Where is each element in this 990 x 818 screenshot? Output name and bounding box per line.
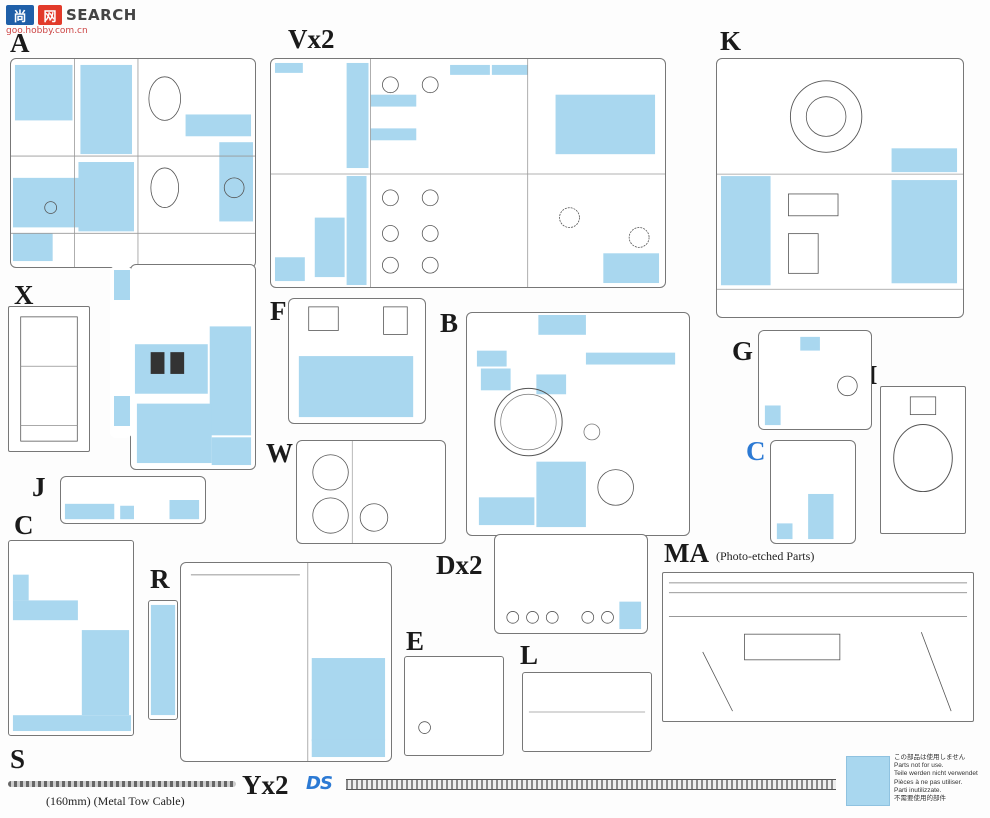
sprue-label-d: Dx2 [436, 550, 483, 580]
ds-logo: DS [306, 773, 333, 794]
sprue-l [522, 672, 652, 752]
sprue-label-x: X [14, 280, 34, 310]
sprue-e [404, 656, 504, 756]
sprue-dx2 [494, 534, 648, 634]
sprue-a-lower [130, 264, 256, 470]
sprue-label-b: B [440, 308, 459, 338]
sprue-h [880, 386, 966, 534]
watermark-text: SEARCH [66, 6, 137, 24]
sprue-label-k: K [720, 26, 742, 56]
sprue-label-ma: MA [664, 538, 709, 568]
sprue-label-g: G [732, 336, 754, 366]
legend-line: Teile werden nicht verwendet [894, 770, 978, 778]
sprue-ma-photo-etch [662, 572, 974, 722]
sprue-c [8, 540, 134, 736]
hobby-search-watermark: 尚 网 SEARCH goo.hobby.com.cn [6, 4, 137, 36]
unused-parts-legend-swatch [846, 756, 890, 806]
sprue-label-j: J [32, 472, 46, 502]
sprue-f [288, 298, 426, 424]
watermark-logo-right: 网 [38, 5, 62, 25]
ma-photo-etch-caption: (Photo-etched Parts) [716, 549, 815, 563]
sprue-w [296, 440, 446, 544]
sprue-label-c: C [14, 510, 34, 540]
sprue-y [180, 562, 392, 762]
sprue-c-blue [770, 440, 856, 544]
legend-line: この部品は使用しません [894, 754, 966, 761]
legend-line: Pièces à ne pas utiliser. [894, 778, 963, 786]
unused-parts-legend-text: この部品は使用しません Parts not for use. Teile wer… [894, 754, 978, 803]
sprue-label-r: R [150, 564, 170, 594]
tow-cable-s [8, 781, 236, 787]
sprue-label-v: Vx2 [288, 24, 335, 54]
sprue-a [10, 58, 256, 268]
sprue-r [148, 600, 178, 720]
track-y [346, 779, 836, 790]
sprue-j [60, 476, 206, 524]
sprue-x [8, 306, 90, 452]
s-tow-cable-caption: (160mm) (Metal Tow Cable) [46, 794, 185, 808]
sprue-b [466, 312, 690, 536]
sprue-label-w: W [266, 438, 293, 468]
watermark-url: goo.hobby.com.cn [6, 26, 88, 36]
legend-line: 不需要使用的部件 [894, 795, 946, 803]
sprue-label-e: E [406, 626, 425, 656]
sprue-x-side [110, 266, 132, 438]
watermark-logo-left: 尚 [6, 5, 34, 25]
legend-line: Parti inutilizzate. [894, 786, 942, 794]
legend-line: Parts not for use. [894, 762, 944, 770]
sprue-label-y: Yx2 [242, 770, 289, 800]
sprue-label-a: A [10, 28, 30, 58]
sprue-vx2 [270, 58, 666, 288]
sprue-label-f: F [270, 296, 287, 326]
sprue-label-s: S [10, 744, 26, 774]
sprue-label-c-blue: C [746, 436, 766, 466]
sprue-label-l: L [520, 640, 539, 670]
sprue-g [758, 330, 872, 430]
sprue-k [716, 58, 964, 318]
